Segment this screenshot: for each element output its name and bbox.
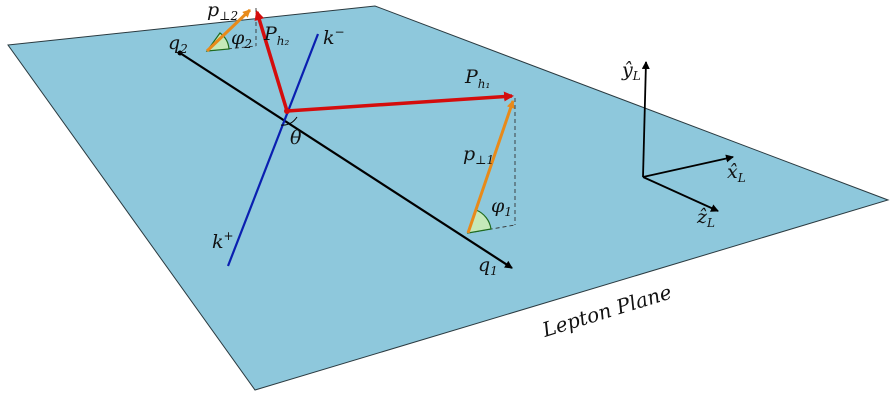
y-L-axis	[641, 61, 650, 178]
label-k-minus: k−	[323, 25, 345, 49]
P-h1-vector	[286, 91, 514, 113]
label-q2: q2	[168, 32, 188, 56]
q2-axis-end-dot	[177, 50, 183, 56]
lepton-plane	[7, 5, 890, 391]
label-k-plus: k+	[212, 229, 234, 253]
x-L-axis	[642, 154, 734, 178]
label-p-perp1: p⊥1	[463, 143, 494, 167]
label-theta: θ	[290, 127, 302, 149]
label-p-perp2: p⊥2	[207, 0, 238, 23]
label-x-L: x̂L	[727, 161, 746, 185]
q-axis-line	[179, 52, 513, 269]
label-y-L: ŷL	[621, 59, 641, 83]
label-z-L: ẑL	[696, 206, 715, 230]
label-P-h1: Ph₁	[464, 66, 490, 91]
p-perp2-vector	[205, 8, 252, 53]
theta-angle-arc	[280, 116, 298, 126]
interaction-vertex	[284, 108, 290, 114]
p-perp1-vector	[466, 100, 515, 234]
z-L-axis	[642, 176, 719, 212]
P-h2-vector	[254, 10, 289, 112]
lepton-line	[226, 33, 320, 267]
label-P-h2: Ph₂	[263, 23, 290, 48]
label-q1: q1	[478, 254, 498, 278]
label-phi2: φ2	[231, 27, 252, 51]
label-phi1: φ1	[491, 195, 512, 219]
